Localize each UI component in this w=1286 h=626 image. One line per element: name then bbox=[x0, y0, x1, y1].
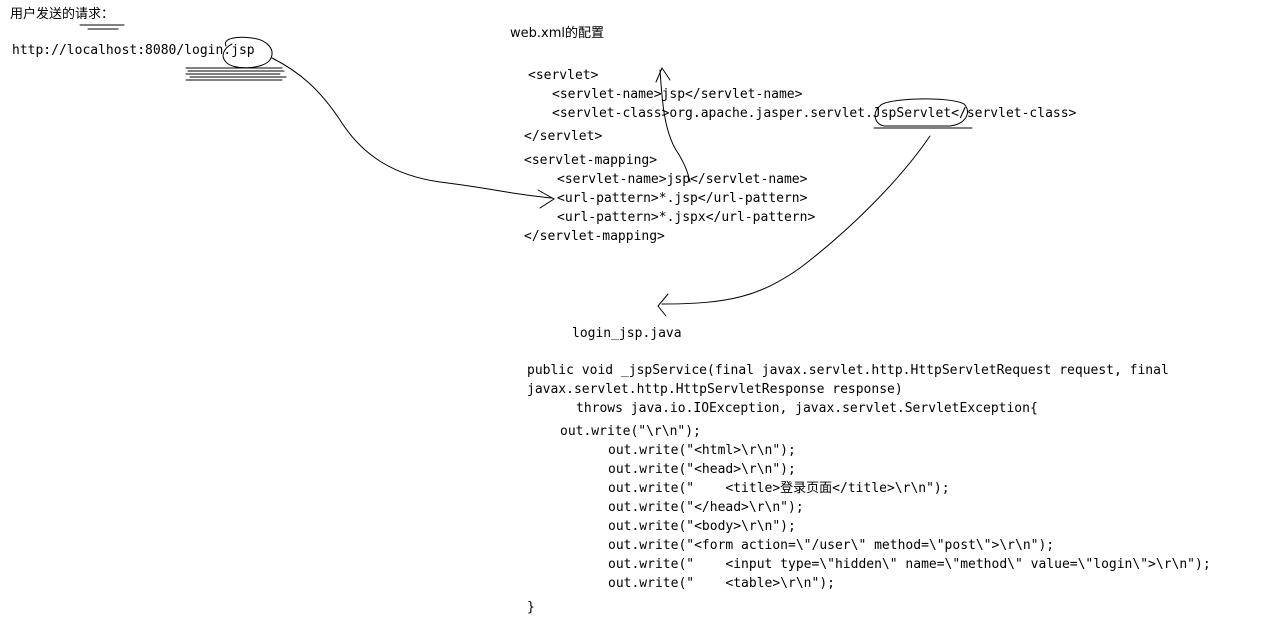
java-line: javax.servlet.http.HttpServletResponse r… bbox=[527, 382, 903, 397]
webxml-line: <servlet-name>jsp</servlet-name> bbox=[557, 172, 808, 187]
url-to-pattern-arrow bbox=[271, 57, 553, 199]
webxml-line: <url-pattern>*.jsp</url-pattern> bbox=[557, 191, 808, 206]
webxml-line: <servlet-class>org.apache.jasper.servlet… bbox=[552, 106, 1077, 121]
java-line: out.write("\r\n"); bbox=[560, 424, 701, 439]
webxml-line: <servlet-mapping> bbox=[524, 153, 658, 168]
arrowhead bbox=[657, 293, 669, 317]
webxml-title: web.xml的配置 bbox=[510, 26, 604, 41]
arrowhead bbox=[655, 66, 671, 83]
java-line: out.write("<html>\r\n"); bbox=[608, 443, 796, 458]
java-line: out.write("<body>\r\n"); bbox=[608, 519, 796, 534]
java-line: public void _jspService(final javax.serv… bbox=[527, 363, 1169, 378]
webxml-line: <servlet-name>jsp</servlet-name> bbox=[552, 87, 803, 102]
java-line: } bbox=[527, 600, 535, 615]
request-url: http://localhost:8080/login.jsp bbox=[12, 43, 255, 58]
arrowhead bbox=[537, 189, 555, 209]
java-line: out.write(" <table>\r\n"); bbox=[608, 576, 835, 591]
webxml-line: <url-pattern>*.jspx</url-pattern> bbox=[557, 210, 816, 225]
java-line: out.write(" <title>登录页面</title>\r\n"); bbox=[608, 481, 950, 496]
webxml-line: </servlet> bbox=[524, 129, 603, 144]
java-line: out.write("</head>\r\n"); bbox=[608, 500, 804, 515]
request-heading: 用户发送的请求： bbox=[10, 7, 115, 22]
java-line: throws java.io.IOException, javax.servle… bbox=[576, 401, 1038, 416]
java-line: out.write("<head>\r\n"); bbox=[608, 462, 796, 477]
webxml-line: <servlet> bbox=[528, 68, 599, 83]
webxml-line: </servlet-mapping> bbox=[524, 229, 665, 244]
java-line: out.write(" <input type=\"hidden\" name=… bbox=[608, 557, 1211, 572]
java-line: out.write("<form action=\"/user\" method… bbox=[608, 538, 1055, 553]
heading-underline bbox=[79, 24, 125, 30]
url-scribble bbox=[185, 67, 287, 81]
java-filename: login_jsp.java bbox=[572, 326, 682, 341]
